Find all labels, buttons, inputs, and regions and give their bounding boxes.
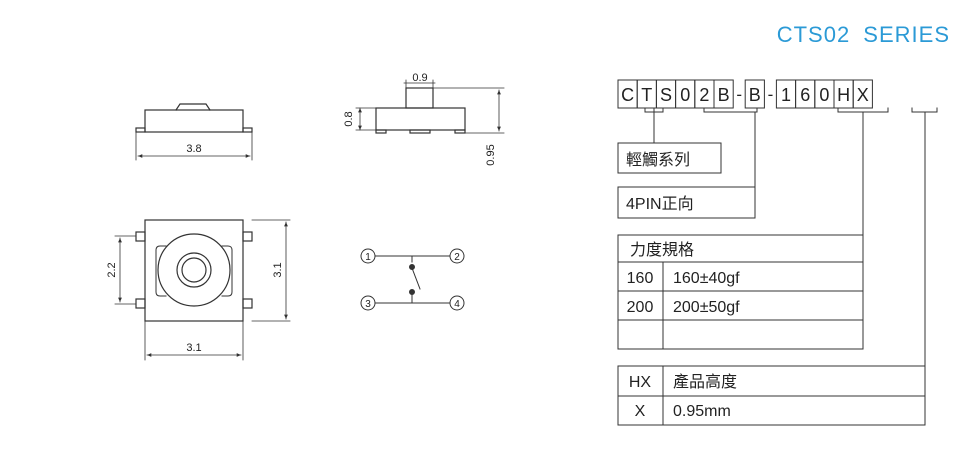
circuit-pin-2-label: 2: [454, 252, 460, 263]
height-row-value: 0.95mm: [673, 403, 731, 420]
part-number-char: 1: [781, 85, 791, 105]
code-bracket: [837, 107, 889, 113]
part-number-char: H: [837, 85, 850, 105]
side-view: [135, 103, 253, 161]
code-bracket: [911, 107, 938, 113]
pin-box: [617, 186, 756, 219]
circuit-schematic: [360, 248, 465, 311]
circuit-pin-3-label: 3: [365, 299, 371, 310]
series-title: CTS02 SERIES: [776, 22, 950, 47]
force-header: 力度規格: [630, 241, 694, 259]
part-number-box: [852, 79, 873, 109]
force-row-value: 200±50gf: [673, 299, 740, 316]
force-table: [617, 234, 864, 350]
dim-top-pin-span: 2.2: [106, 262, 118, 277]
dim-profile-actuator: 0.9: [412, 72, 427, 84]
code-bracket: [703, 107, 758, 113]
part-number-char: T: [641, 85, 652, 105]
part-number-box: [744, 79, 765, 109]
top-pin-br: [242, 298, 253, 309]
part-number-char: B: [749, 85, 761, 105]
part-number-char: 2: [699, 85, 709, 105]
part-number-dash: -: [736, 85, 742, 104]
part-number-char: B: [718, 85, 730, 105]
type-box: [617, 142, 722, 174]
top-actuator-inner: [181, 257, 207, 283]
force-row-code: 160: [627, 270, 654, 287]
force-row-code: 200: [627, 299, 654, 316]
side-pin-left: [135, 127, 146, 133]
height-row-code: HX: [629, 374, 652, 391]
dim-top-height: 3.1: [272, 262, 284, 277]
spec-tables: [617, 107, 926, 426]
dim-profile-total-height: 0.95: [485, 144, 497, 165]
top-pin-bl: [135, 298, 146, 309]
profile-actuator: [405, 87, 434, 109]
pin-label: 4PIN正向: [626, 195, 694, 213]
top-actuator-outer: [176, 252, 212, 288]
circuit-switch-lever: [411, 267, 421, 290]
part-number-char: 6: [800, 85, 810, 105]
circuit-pin-4-label: 4: [454, 299, 460, 310]
dim-top-width: 3.1: [186, 342, 201, 354]
top-body: [144, 219, 244, 322]
top-pin-tl: [135, 231, 146, 242]
part-number-char: 0: [819, 85, 829, 105]
top-pin-tr: [242, 231, 253, 242]
height-row-value: 產品高度: [673, 373, 737, 391]
side-pin-right: [242, 127, 253, 133]
part-number-char: S: [660, 85, 672, 105]
part-number-char: 0: [680, 85, 690, 105]
dim-side-width: 3.8: [186, 143, 201, 155]
top-view: [114, 219, 291, 361]
profile-body: [375, 107, 466, 131]
height-row-code: X: [635, 403, 646, 420]
side-body: [144, 109, 244, 133]
part-number-box: [713, 79, 734, 109]
top-dome-outer: [157, 233, 231, 307]
part-number-char: C: [621, 85, 634, 105]
circuit-pin-1-label: 1: [365, 252, 371, 263]
dim-profile-body-height: 0.8: [343, 111, 355, 126]
side-actuator: [175, 103, 211, 111]
profile-view: [355, 79, 505, 134]
force-row-value: 160±40gf: [673, 270, 740, 287]
part-number-char: X: [857, 85, 869, 105]
type-label: 輕觸系列: [626, 151, 690, 169]
part-number-dash: -: [768, 85, 774, 104]
